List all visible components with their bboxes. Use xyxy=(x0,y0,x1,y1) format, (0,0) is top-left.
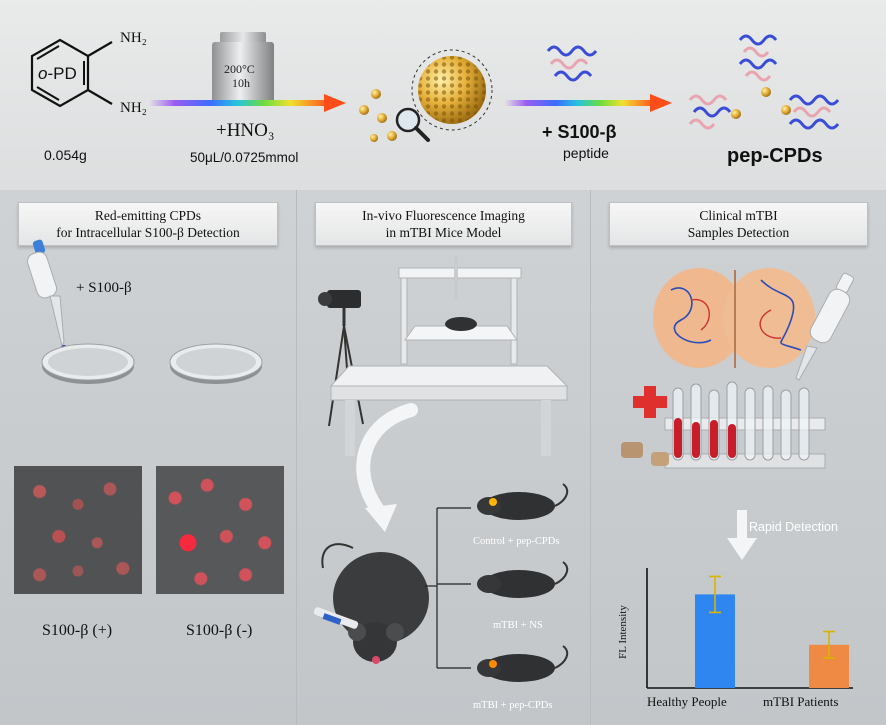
reactor-temp: 200°C xyxy=(224,62,255,76)
reagent-label: +HNO₃ xyxy=(216,120,275,141)
reagent-amount: 50μL/0.0725mmol xyxy=(190,150,299,165)
chart-y-label: FL Intensity xyxy=(617,605,629,659)
petri-dish-negative-icon xyxy=(169,343,263,384)
group-pep-cpds-label: mTBI + pep-CPDs xyxy=(473,700,553,711)
chart-category-mtbi: mTBI Patients xyxy=(763,694,839,709)
add-s100-label: + S100-β xyxy=(76,280,132,296)
mouse-control-icon xyxy=(477,483,569,520)
pipette-right-icon xyxy=(795,272,854,381)
panel-title-cell-detection: Red-emitting CPDs for Intracellular S100… xyxy=(18,202,278,246)
mouse-ns-icon xyxy=(477,561,569,598)
fl-intensity-chart xyxy=(646,568,853,689)
group-control-label: Control + pep-CPDs xyxy=(473,536,560,547)
test-tube-rack-icon xyxy=(664,381,826,469)
product-label: pep-CPDs xyxy=(727,145,823,167)
rapid-detection-label: Rapid Detection xyxy=(749,520,838,534)
curved-arrow-icon xyxy=(356,403,418,532)
reactor-icon xyxy=(212,32,274,108)
down-arrow-icon xyxy=(727,510,757,560)
peptide-plus-label: + S100-β xyxy=(542,122,617,142)
cork-icon xyxy=(621,442,643,458)
chart-error-bar-0 xyxy=(709,575,721,614)
cell-detection-panel: Red-emitting CPDs for Intracellular S100… xyxy=(0,190,296,725)
peptide-word-label: peptide xyxy=(563,145,609,161)
mouse-pep-cpds-icon xyxy=(477,645,569,682)
amine-bottom-label: NH₂ xyxy=(120,100,147,116)
petri-dish-positive-icon xyxy=(41,343,135,384)
amine-top-label: NH₂ xyxy=(120,30,147,46)
mouse-injection-icon xyxy=(313,543,429,664)
opd-molecule xyxy=(30,38,113,108)
microscopy-negative-image xyxy=(156,466,284,594)
conjugation-arrow-icon xyxy=(504,94,672,112)
imaging-apparatus-icon xyxy=(318,256,569,456)
in-vivo-imaging-panel: In-vivo Fluorescence Imaging in mTBI Mic… xyxy=(296,190,590,725)
pipette-icon xyxy=(26,239,67,351)
chart-category-healthy: Healthy People xyxy=(647,694,727,709)
cpd-nanoparticles-icon xyxy=(359,49,493,142)
reactor-time: 10h xyxy=(232,76,250,90)
clinical-detection-panel: Clinical mTBI Samples Detection xyxy=(590,190,886,725)
peptide-icon xyxy=(546,45,598,82)
group-bracket-icon xyxy=(425,507,471,669)
panel-title-in-vivo: In-vivo Fluorescence Imaging in mTBI Mic… xyxy=(315,202,572,246)
molecule-label: o-PD xyxy=(38,64,77,83)
caption-positive: S100-β (+) xyxy=(42,622,113,639)
pep-cpds-icon xyxy=(688,34,840,130)
brain-icon xyxy=(653,268,815,368)
panel-title-clinical: Clinical mTBI Samples Detection xyxy=(609,202,868,246)
chart-error-bar-1 xyxy=(823,630,835,659)
group-ns-label: mTBI + NS xyxy=(493,620,543,631)
caption-negative: S100-β (-) xyxy=(186,622,253,639)
mass-label: 0.054g xyxy=(44,147,87,163)
microscopy-positive-image xyxy=(14,466,142,594)
synthesis-arrow-icon xyxy=(148,94,346,112)
